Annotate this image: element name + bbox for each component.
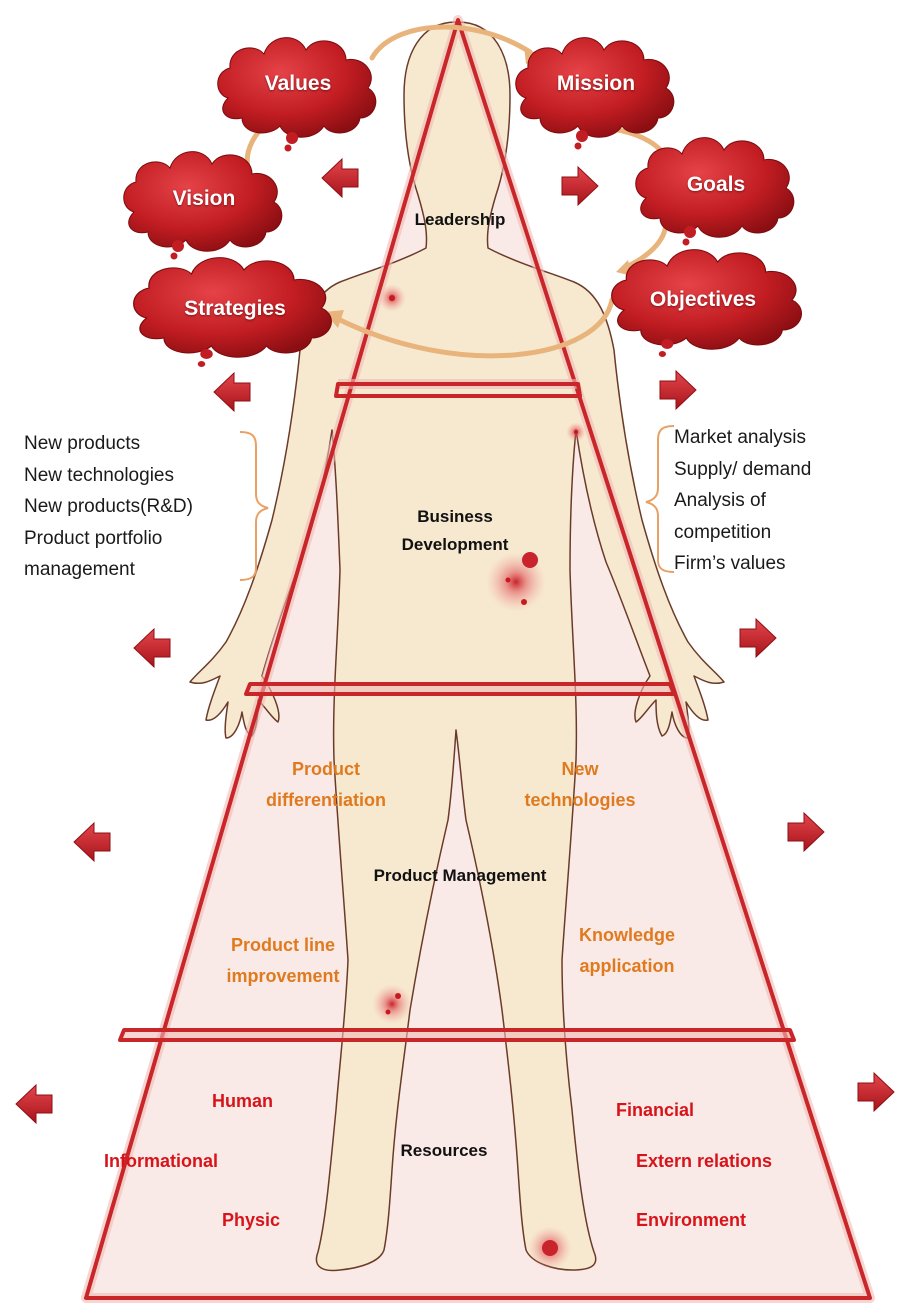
arrow-right-icon — [660, 371, 696, 409]
layer-title-resources: Resources — [374, 1141, 514, 1161]
arrow-left-icon — [214, 373, 250, 411]
pm-item-new-technologies: New technologies — [500, 754, 660, 816]
list-item: Supply/ demand — [674, 454, 811, 486]
arrow-right-icon — [788, 813, 824, 851]
arrow-left-icon — [322, 159, 358, 197]
list-item: New technologies — [24, 460, 193, 492]
cloud-label-values: Values — [238, 72, 358, 96]
cloud-label-vision: Vision — [144, 187, 264, 211]
left-list: New products New technologies New produc… — [24, 428, 193, 586]
layer-title-business-development: Business Development — [360, 503, 550, 559]
resource-financial: Financial — [616, 1100, 694, 1121]
arrow-left-icon — [16, 1085, 52, 1123]
cloud-label-mission: Mission — [536, 72, 656, 96]
resource-human: Human — [212, 1091, 273, 1112]
resource-physic: Physic — [222, 1210, 280, 1231]
list-item: New products — [24, 428, 193, 460]
list-item: Analysis of — [674, 485, 811, 517]
list-item: Firm’s values — [674, 548, 811, 580]
right-list: Market analysis Supply/ demand Analysis … — [674, 422, 811, 580]
resource-environment: Environment — [636, 1210, 746, 1231]
pm-item-product-line-improvement: Product line improvement — [200, 930, 366, 992]
arrow-right-icon — [858, 1073, 894, 1111]
resource-informational: Informational — [104, 1151, 218, 1172]
pm-item-product-differentiation: Product differentiation — [236, 754, 416, 816]
list-item: Product portfolio — [24, 523, 193, 555]
list-item: New products(R&D) — [24, 491, 193, 523]
list-item: management — [24, 554, 193, 586]
pm-item-knowledge-application: Knowledge application — [552, 920, 702, 982]
arrow-left-icon — [134, 629, 170, 667]
cloud-label-strategies: Strategies — [160, 297, 310, 321]
arrow-right-icon — [562, 167, 598, 205]
arrow-left-icon — [74, 823, 110, 861]
resource-extern-relations: Extern relations — [636, 1151, 772, 1172]
layer-title-product-management: Product Management — [320, 866, 600, 886]
list-item: Market analysis — [674, 422, 811, 454]
arrow-right-icon — [740, 619, 776, 657]
list-item: competition — [674, 517, 811, 549]
layer-title-leadership: Leadership — [390, 210, 530, 230]
cloud-label-objectives: Objectives — [628, 288, 778, 312]
cloud-label-goals: Goals — [656, 173, 776, 197]
